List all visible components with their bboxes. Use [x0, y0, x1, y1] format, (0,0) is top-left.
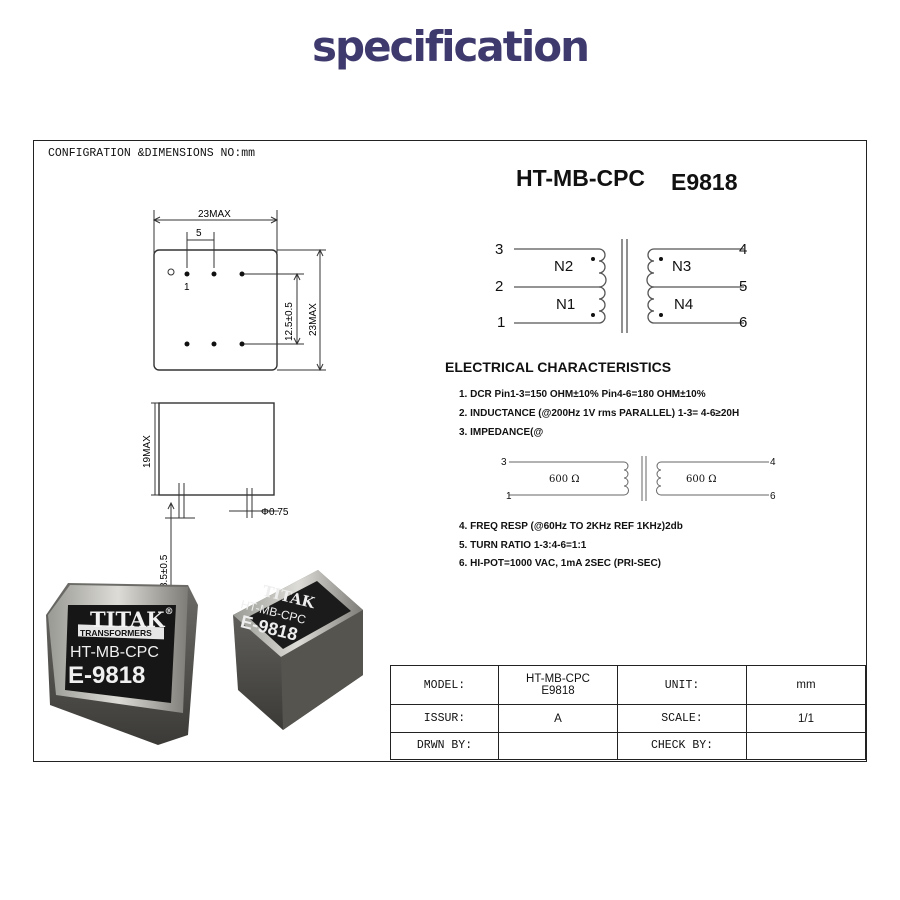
check-value [746, 731, 866, 761]
pin-2: 2 [495, 278, 504, 295]
product-model: HT-MB-CPC [70, 644, 159, 661]
issue-value: A [498, 704, 618, 733]
winding-n4: N4 [674, 296, 694, 313]
side-height-label: 19MAX [142, 435, 153, 468]
pin-5: 5 [739, 278, 748, 295]
imp-right-top: 4 [770, 457, 776, 468]
config-label: CONFIGRATION &DIMENSIONS NO:mm [48, 147, 256, 160]
side-view-drawing: 19MAX Φ0.75 3.5±0.5 [142, 402, 289, 588]
model-value-2: E9818 [541, 685, 575, 698]
product-brand: TITAK® [90, 607, 174, 632]
scale-label: SCALE: [617, 704, 747, 733]
winding-n1: N1 [556, 296, 576, 313]
imp-left-value: 600 Ω [549, 474, 580, 485]
spec-item: 4. FREQ RESP (@60Hz TO 2KHz REF 1KHz)2db [459, 521, 683, 532]
pitch-label: 5 [196, 228, 202, 239]
product-photo [46, 570, 363, 745]
imp-left-top: 3 [501, 457, 507, 468]
imp-right-value: 600 Ω [686, 474, 717, 485]
model-value: HT-MB-CPC E9818 [498, 664, 618, 706]
imp-left-bottom: 1 [506, 491, 512, 502]
top-view-drawing: 23MAX 5 1 12.5±0.5 23MAX [152, 209, 326, 372]
pin-length-label: 3.5±0.5 [159, 554, 170, 588]
spec-item: 1. DCR Pin1-3=150 OHM±10% Pin4-6=180 OHM… [459, 389, 706, 400]
spec-sheet: CONFIGRATION &DIMENSIONS NO:mm HT-MB-CPC… [33, 140, 867, 762]
spec-item: 6. HI-POT=1000 VAC, 1mA 2SEC (PRI-SEC) [459, 558, 662, 569]
product-code: E-9818 [68, 662, 146, 689]
winding-schematic [514, 239, 744, 333]
title-block: MODEL: HT-MB-CPC E9818 UNIT: mm ISSUR: A… [390, 664, 866, 761]
winding-n3: N3 [672, 258, 692, 275]
imp-right-bottom: 6 [770, 491, 776, 502]
pin1-label: 1 [184, 282, 190, 293]
pin-diameter-label: Φ0.75 [261, 507, 289, 518]
scale-value: 1/1 [746, 704, 866, 733]
issue-label: ISSUR: [390, 704, 499, 733]
model-name: HT-MB-CPC [516, 165, 646, 191]
check-label: CHECK BY: [617, 731, 747, 761]
unit-label: UNIT: [617, 664, 747, 706]
spec-item: 3. IMPEDANCE(@ [459, 427, 544, 438]
drawn-label: DRWN BY: [390, 731, 499, 761]
pin-6: 6 [739, 314, 748, 331]
width-label: 23MAX [198, 209, 231, 220]
winding-n2: N2 [554, 258, 574, 275]
pin-1: 1 [497, 314, 506, 331]
spec-item: 2. INDUCTANCE (@200Hz 1V rms PARALLEL) 1… [459, 408, 740, 419]
drawn-value [498, 731, 618, 761]
model-value-1: HT-MB-CPC [526, 673, 590, 686]
pin-4: 4 [739, 241, 748, 258]
product-sub: TRANSFORMERS [80, 628, 152, 638]
electrical-title: ELECTRICAL CHARACTERISTICS [445, 359, 672, 375]
spec-item: 5. TURN RATIO 1-3:4-6=1:1 [459, 540, 587, 551]
model-label: MODEL: [390, 664, 499, 706]
row-spacing-label: 12.5±0.5 [284, 302, 295, 341]
model-code: E9818 [671, 169, 738, 195]
unit-value: mm [746, 664, 866, 706]
impedance-diagram [509, 456, 769, 501]
pin-3: 3 [495, 241, 504, 258]
page-title: specification [312, 22, 590, 71]
height-label: 23MAX [308, 303, 319, 336]
